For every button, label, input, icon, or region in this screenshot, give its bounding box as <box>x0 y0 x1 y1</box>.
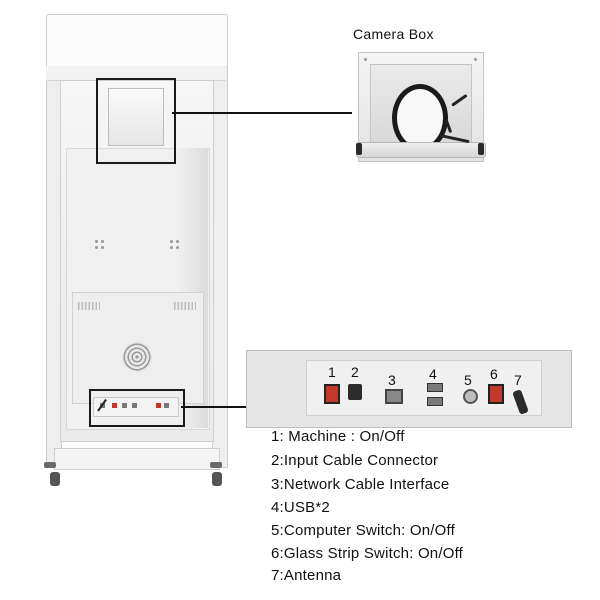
port-panel-plate <box>306 360 542 416</box>
panel-number-1: 1 <box>328 364 336 380</box>
panel-callout-line <box>181 406 246 408</box>
legend-item-1: 1: Machine : On/Off <box>271 428 405 445</box>
usb-port-icon <box>427 397 443 406</box>
vent-grille <box>78 302 100 310</box>
caster-wheel-icon <box>50 472 60 486</box>
foot-left <box>44 462 56 468</box>
screw <box>101 240 104 243</box>
mini-port <box>164 403 169 408</box>
screw <box>364 58 367 61</box>
legend-item-6: 6:Glass Strip Switch: On/Off <box>271 545 464 562</box>
camera-mount-bar <box>356 142 486 158</box>
glass-strip-switch-icon <box>488 384 504 404</box>
panel-number-3: 3 <box>388 372 396 388</box>
computer-switch-icon <box>463 389 478 404</box>
mini-port <box>132 403 137 408</box>
screw <box>474 58 477 61</box>
panel-number-7: 7 <box>514 372 522 388</box>
screw <box>170 240 173 243</box>
camera-box-on-machine <box>108 88 164 146</box>
screw <box>95 246 98 249</box>
mini-switch <box>112 403 117 408</box>
legend-item-7: 7:Antenna <box>271 567 342 584</box>
legend-item-2: 2:Input Cable Connector <box>271 452 439 469</box>
foot-right <box>210 462 222 468</box>
screw <box>95 240 98 243</box>
top-display-panel <box>46 14 228 68</box>
fan-grille-icon <box>122 342 152 372</box>
screw <box>176 246 179 249</box>
mini-port <box>122 403 127 408</box>
mount-cap <box>356 143 362 155</box>
camera-box-highlight-frame <box>96 78 176 164</box>
input-cable-connector-icon <box>348 384 362 400</box>
screw <box>170 246 173 249</box>
legend-item-3: 3:Network Cable Interface <box>271 476 450 493</box>
mount-cap <box>478 143 484 155</box>
network-port-icon <box>385 389 403 404</box>
usb-port-icon <box>427 383 443 392</box>
camera-box-title: Camera Box <box>353 26 434 42</box>
mini-switch <box>156 403 161 408</box>
vent-grille <box>174 302 196 310</box>
machine-base <box>54 448 220 470</box>
panel-number-4: 4 <box>429 366 437 382</box>
screw <box>101 246 104 249</box>
panel-number-2: 2 <box>351 364 359 380</box>
caster-wheel-icon <box>212 472 222 486</box>
legend-item-4: 4:USB*2 <box>271 499 330 516</box>
machine-power-switch-icon <box>324 384 340 404</box>
camera-callout-line <box>172 112 352 114</box>
screw <box>176 240 179 243</box>
panel-number-6: 6 <box>490 366 498 382</box>
panel-number-5: 5 <box>464 372 472 388</box>
legend-item-5: 5:Computer Switch: On/Off <box>271 522 455 539</box>
port-strip-highlight-frame <box>89 389 185 427</box>
